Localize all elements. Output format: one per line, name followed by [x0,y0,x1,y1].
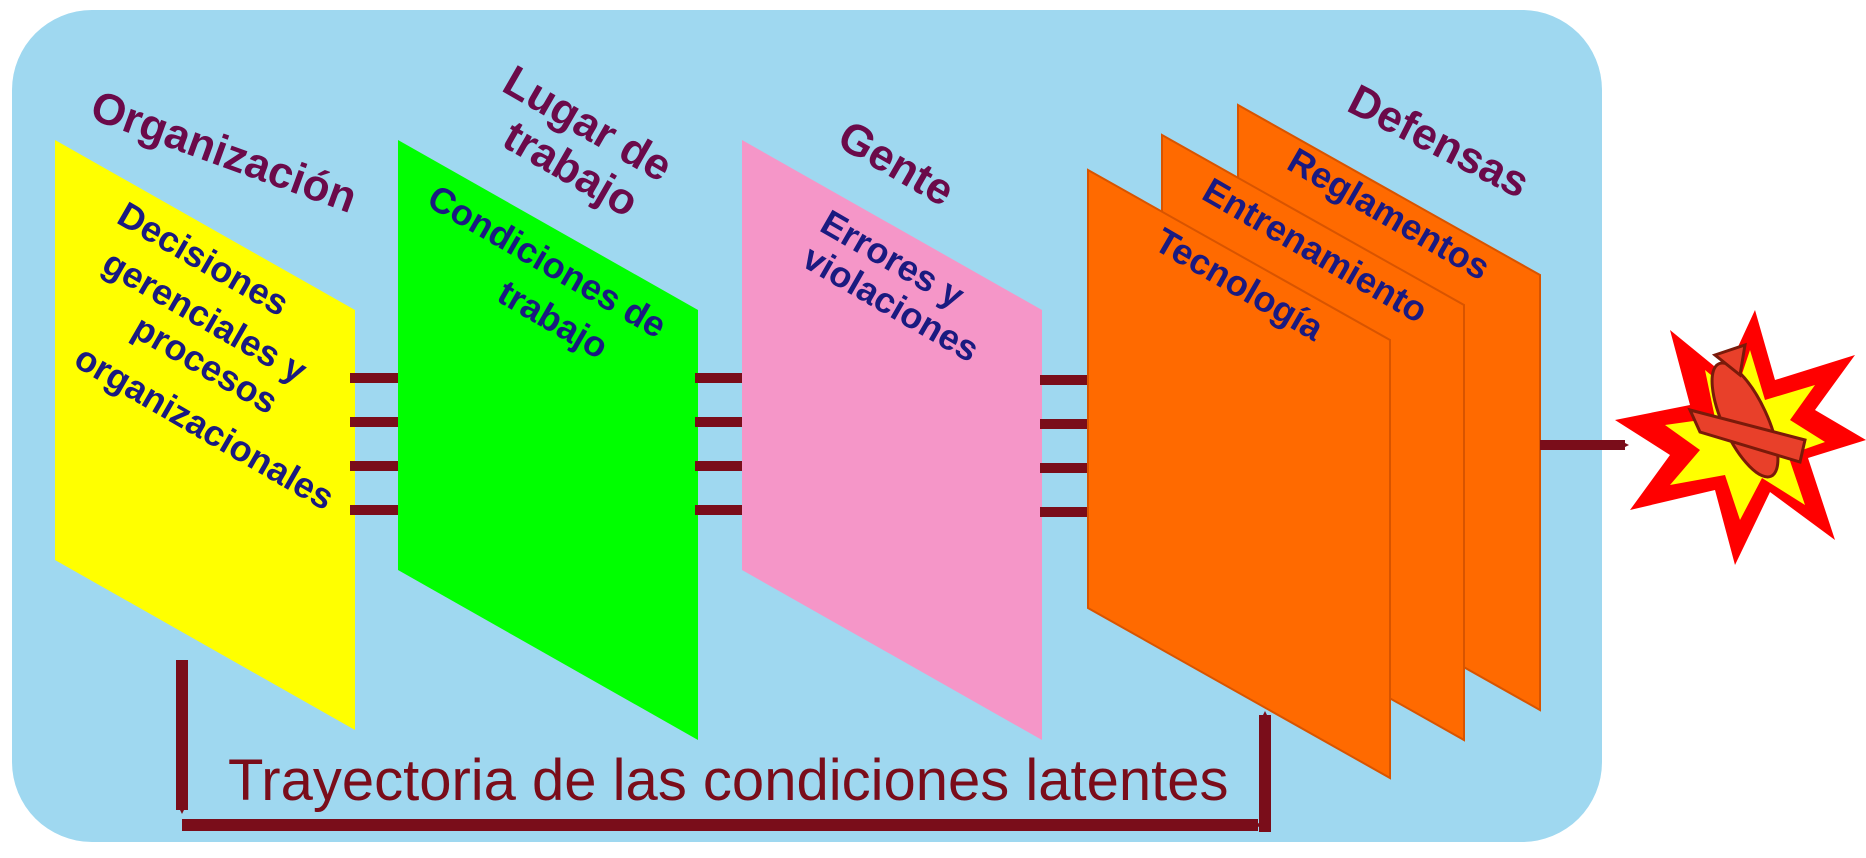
defenses-panels: Defensas Reglamentos Entrenamiento Tecno… [1087,75,1541,780]
latent-trajectory [176,660,1271,832]
trajectory-label: Trayectoria de las condiciones latentes [228,748,1229,813]
explosion-crashing-plane-icon [1615,310,1866,565]
defense-layer-front [1087,168,1391,780]
